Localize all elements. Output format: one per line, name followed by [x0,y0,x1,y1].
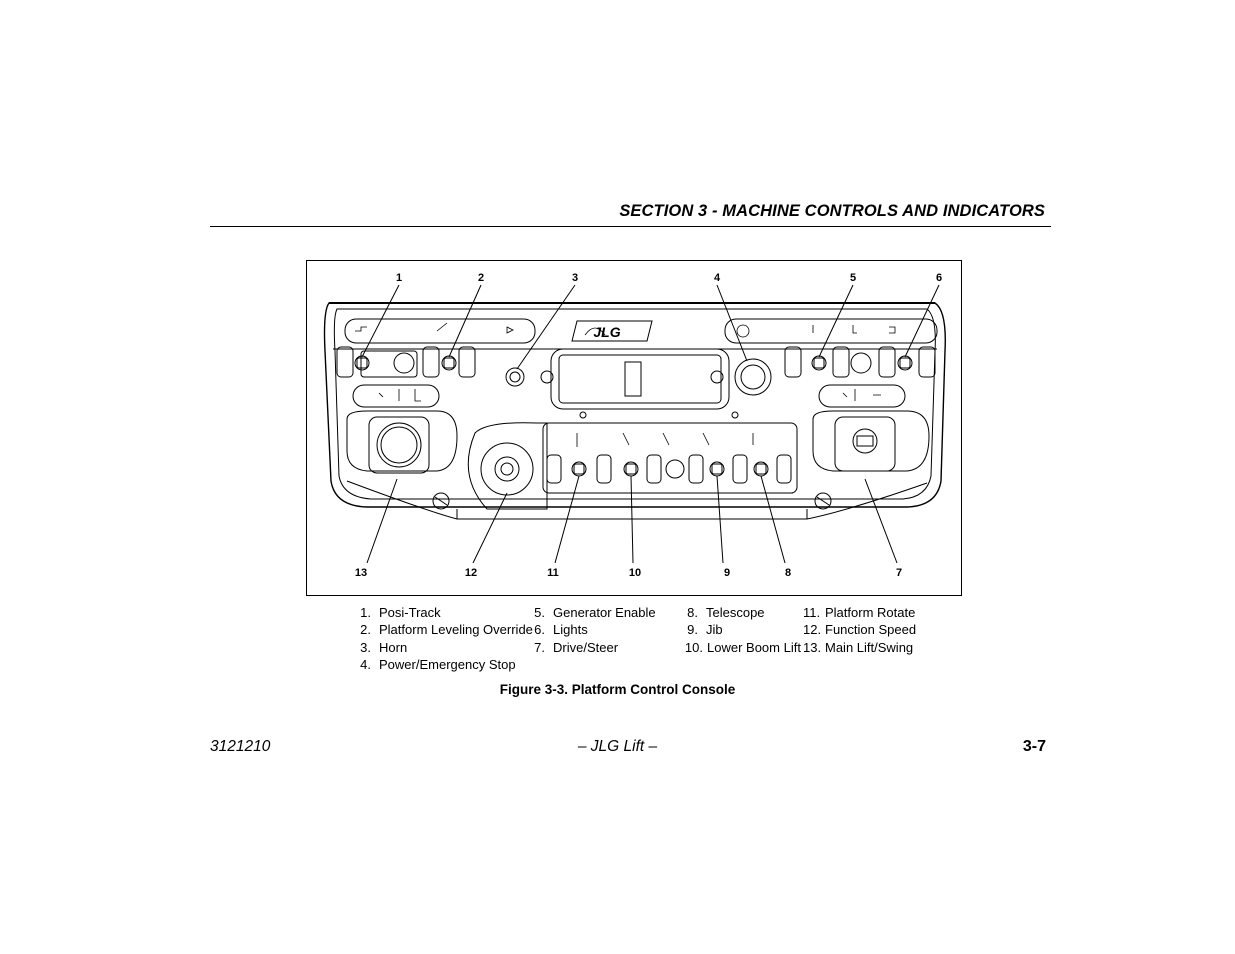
legend-label: Drive/Steer [553,639,619,655]
legend-num: 12. [803,622,822,638]
doc-number: 3121210 [210,738,271,755]
callout-8: 8 [785,567,791,579]
callout-4: 4 [714,272,721,284]
legend-item: 1. Posi-Track [356,604,533,621]
legend-item: 8. Telescope [683,604,801,621]
callout-10: 10 [629,567,641,579]
legend-num: 6. [534,622,545,638]
legend-item: 2. Platform Leveling Override [356,621,533,638]
legend-label: Function Speed [825,622,917,638]
legend-label: Jib [706,622,723,638]
legend-num: 7. [534,639,545,655]
page-number: 3-7 [1022,738,1046,755]
legend-item: 10.Lower Boom Lift [683,639,801,656]
legend-num: 3. [360,639,371,655]
legend-item: 13.Main Lift/Swing [803,639,916,656]
legend-label: Platform Leveling Override [379,622,533,638]
callout-11: 11 [547,567,559,579]
callout-1: 1 [396,272,402,284]
footer-title: – JLG Lift – [577,738,658,755]
legend-num: 9. [687,622,698,638]
legend-label: Lights [553,622,588,638]
legend-label: Main Lift/Swing [825,639,914,655]
section-header: SECTION 3 - MACHINE CONTROLS AND INDICAT… [210,200,1051,227]
callout-3: 3 [572,272,578,284]
legend-label: Lower Boom Lift [707,639,801,655]
legend-column-4: 11. Platform Rotate 12.Function Speed 13.… [803,604,916,656]
callout-12: 12 [465,567,477,579]
legend-item: 6. Lights [530,621,656,638]
callout-7: 7 [896,567,902,579]
legend-column-3: 8. Telescope 9. Jib 10.Lower Boom Lift [683,604,801,656]
callout-5: 5 [850,272,856,284]
legend-label: Posi-Track [379,605,441,620]
jlg-logo-text: JLG [593,324,620,340]
legend-label: Telescope [706,605,765,620]
legend-item: 11. Platform Rotate [803,604,916,621]
legend-label: Generator Enable [553,605,656,620]
legend-item: 4. Power/Emergency Stop [356,656,533,673]
legend-item: 7. Drive/Steer [530,639,656,656]
legend-column-1: 1. Posi-Track 2. Platform Leveling Overrid… [356,604,533,673]
platform-console-drawing: JLG 1 2 3 4 5 6 13 12 11 10 9 8 7 [323,272,946,579]
legend-num: 1. [360,605,371,620]
legend-item: 3. Horn [356,639,533,656]
legend-num: 13. [803,639,822,655]
legend-column-2: 5. Generator Enable 6. Lights 7. Drive/Stee… [530,604,656,656]
figure-caption: Figure 3-3. Platform Control Console [499,682,736,697]
legend-num: 8. [687,605,698,620]
legend-label: Platform Rotate [825,605,916,620]
callout-2: 2 [478,272,484,284]
callout-13: 13 [355,567,367,579]
legend-num: 11. [803,605,821,620]
figure-frame: JLG 1 2 3 4 5 6 13 12 11 10 9 8 7 [306,260,962,596]
legend-num: 10. [684,639,703,655]
legend-label: Horn [379,639,408,655]
legend-num: 4. [360,656,371,672]
legend-label: Power/Emergency Stop [379,656,516,672]
callout-6: 6 [936,272,942,284]
callout-9: 9 [724,567,730,579]
legend-item: 12.Function Speed [803,621,916,638]
legend-num: 5. [534,605,545,620]
section-title: SECTION 3 - MACHINE CONTROLS AND INDICAT… [619,202,1045,220]
legend-num: 2. [360,622,371,638]
legend-item: 9. Jib [683,621,801,638]
legend-item: 5. Generator Enable [530,604,656,621]
